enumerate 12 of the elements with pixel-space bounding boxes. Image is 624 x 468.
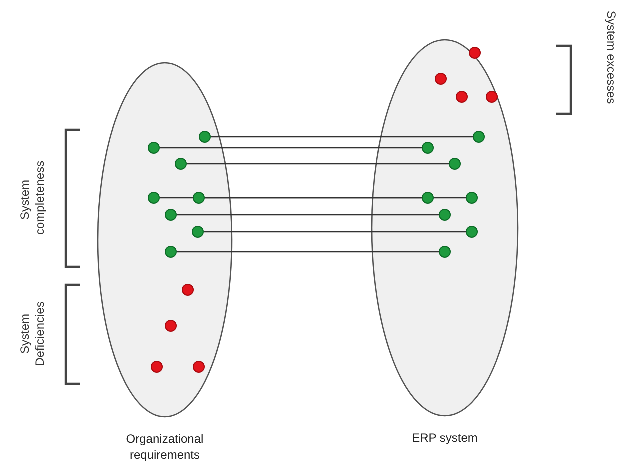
bracket-label: System excesses xyxy=(604,10,618,106)
connector-line xyxy=(205,197,466,199)
set-label: ERP system xyxy=(411,430,479,446)
connector-line xyxy=(177,214,439,216)
connector-line xyxy=(160,147,422,149)
bracket-label: System Deficiencies xyxy=(18,300,48,368)
connector-line xyxy=(177,251,439,253)
connector-line xyxy=(187,163,449,165)
connector-line xyxy=(204,231,466,233)
unmatched-dot xyxy=(469,47,481,59)
set-label: Organizational requirements xyxy=(125,431,205,463)
connector-line xyxy=(211,136,473,138)
